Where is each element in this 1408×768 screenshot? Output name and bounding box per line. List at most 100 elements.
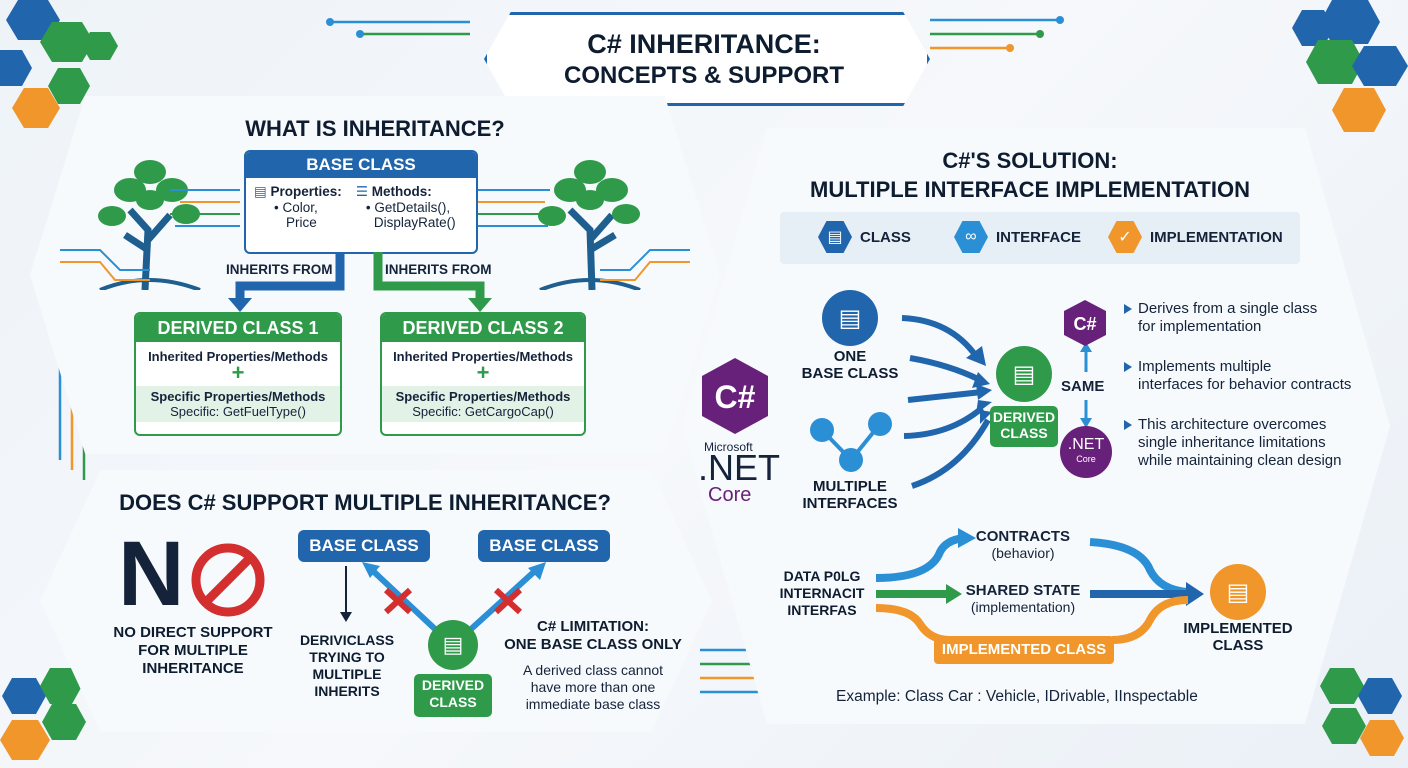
derived-class-1-box: DERIVED CLASS 1 Inherited Properties/Met… <box>134 312 342 436</box>
bullet-line: Derives from a single class <box>1138 300 1318 317</box>
bullet-arrow-icon <box>1124 362 1132 372</box>
derived-label-line: CLASS <box>429 694 477 710</box>
limitation-line: immediate base class <box>525 696 661 712</box>
specific-methods-text: Specific Properties/Methods <box>150 389 326 404</box>
link-icon: ∞ <box>954 221 988 253</box>
plus-sign: + <box>476 360 490 385</box>
limitation-line: A derived class cannot <box>522 662 664 678</box>
implemented-class-label: IMPLEMENTED CLASS <box>1178 620 1298 654</box>
derived-class-badge: DERIVED CLASS <box>414 674 492 717</box>
trying-line: MULTIPLE <box>312 666 382 682</box>
methods-label: Methods: <box>371 184 432 199</box>
property-value: Price <box>286 215 317 230</box>
trying-line: INHERITS <box>314 683 380 699</box>
legend-item-class: ▤ CLASS <box>818 220 911 254</box>
limitation-title-line: C# LIMITATION: <box>537 618 649 635</box>
one-base-line: BASE CLASS <box>801 365 899 382</box>
no-support-line: NO DIRECT SUPPORT <box>113 624 273 641</box>
derived-class-badge: DERIVED CLASS <box>990 406 1058 447</box>
title-banner <box>484 12 930 106</box>
bullet-line: This architecture overcomes <box>1138 416 1327 433</box>
microsoft-text: Microsoft <box>704 440 753 454</box>
solution-heading: C#'S SOLUTION: MULTIPLE INTERFACE IMPLEM… <box>740 146 1320 204</box>
bullet-line: interfaces for behavior contracts <box>1138 376 1352 393</box>
bullet-line: Implements multiple <box>1138 358 1272 375</box>
multiple-inheritance-heading: DOES C# SUPPORT MULTIPLE INHERITANCE? <box>119 490 611 515</box>
bullet-line: while maintaining clean design <box>1138 452 1342 469</box>
csharp-logo-text: C# <box>715 379 756 415</box>
legend-item-interface: ∞ INTERFACE <box>954 220 1081 254</box>
implemented-class-bar: IMPLEMENTED CLASS <box>934 636 1114 664</box>
data-left-line: DATA P0LG <box>783 568 861 584</box>
document-icon: ▤ <box>818 221 852 253</box>
inherits-from-label-right: INHERITS FROM <box>385 262 492 277</box>
data-left-line: INTERFAS <box>787 602 857 618</box>
csharp-badge-text: C# <box>1073 314 1096 334</box>
bullet-arrow-icon <box>1124 304 1132 314</box>
example-text: Example: Class Car : Vehicle, IDrivable,… <box>836 688 1198 705</box>
limitation-title-line: ONE BASE CLASS ONLY <box>504 636 682 653</box>
derived-class-line: CLASS <box>1000 425 1048 441</box>
method-value: GetDetails(), <box>374 200 451 215</box>
trying-text: DERIVICLASS TRYING TO MULTIPLE INHERITS <box>292 632 402 700</box>
specific-method-value: Specific: GetCargoCap() <box>412 404 554 419</box>
base-class-label: BASE CLASS <box>246 152 476 178</box>
base-class-box: BASE CLASS ▤ Properties: • Color, Price … <box>244 150 478 254</box>
document-icon: ▤ <box>822 290 878 346</box>
interfaces-network-icon <box>810 412 892 472</box>
corner-hexagons-top-right <box>1292 0 1408 132</box>
data-left-label: DATA P0LG INTERNACIT INTERFAS <box>770 568 874 619</box>
legend-item-implementation: ✓ IMPLEMENTATION <box>1108 220 1283 254</box>
properties-label: Properties: <box>270 184 342 199</box>
one-base-line: ONE <box>833 348 867 365</box>
tree-icon-left <box>98 160 201 290</box>
limitation-line: have more than one <box>530 679 656 695</box>
inherits-from-label-left: INHERITS FROM <box>226 262 333 277</box>
legend-bar <box>780 212 1300 264</box>
corner-hexagons-bottom-right <box>1320 668 1404 756</box>
shared-title: SHARED STATE <box>965 582 1081 599</box>
no-support-text: NO DIRECT SUPPORT FOR MULTIPLE INHERITAN… <box>98 624 288 678</box>
title-line1: C# INHERITANCE: <box>587 29 821 59</box>
trying-line: TRYING TO <box>309 649 385 665</box>
shared-state-label: SHARED STATE (implementation) <box>958 582 1088 615</box>
document-icon: ▤ <box>996 346 1052 402</box>
derived-label-line: DERIVED <box>421 677 485 693</box>
panel-multiple-inheritance <box>40 470 712 732</box>
corner-hexagons-bottom-left <box>0 668 86 760</box>
derived-class-2-box: DERIVED CLASS 2 Inherited Properties/Met… <box>380 312 586 436</box>
solution-heading-line: MULTIPLE INTERFACE IMPLEMENTATION <box>810 177 1250 202</box>
what-is-heading: WHAT IS INHERITANCE? <box>245 116 505 141</box>
core-badge-text: Core <box>1076 454 1096 464</box>
specific-method-value: Specific: GetFuelType() <box>170 404 306 419</box>
csharp-badge-icon: C# <box>1064 300 1106 346</box>
contracts-title: CONTRACTS <box>975 528 1071 545</box>
legend-label: IMPLEMENTATION <box>1150 228 1283 246</box>
derived-class-2-label: DERIVED CLASS 2 <box>382 314 584 342</box>
multiple-interfaces-line: INTERFACES <box>802 495 898 512</box>
contracts-label: CONTRACTS (behavior) <box>962 528 1084 561</box>
list-icon: ☰ <box>355 184 369 199</box>
net-core-badge: .NET Core <box>1060 426 1112 478</box>
multiple-interfaces-label: MULTIPLE INTERFACES <box>798 478 902 512</box>
solution-heading-line: C#'S SOLUTION: <box>942 148 1118 173</box>
prohibited-icon <box>191 543 265 617</box>
tree-icon-right <box>538 160 641 290</box>
no-support-line: FOR MULTIPLE <box>138 642 248 659</box>
no-big-letter: N <box>118 523 184 625</box>
data-left-line: INTERNACIT <box>779 585 865 601</box>
method-value: DisplayRate() <box>373 215 456 230</box>
inherited-methods-text: Inherited Properties/Methods <box>393 349 573 364</box>
corner-hexagons-top-left <box>0 0 118 128</box>
page-title: C# INHERITANCE: CONCEPTS & SUPPORT <box>484 28 924 92</box>
shared-sub: (implementation) <box>970 599 1076 615</box>
plus-sign: + <box>231 360 245 385</box>
property-value: Color, <box>282 200 318 215</box>
base-class-box-right: BASE CLASS <box>478 530 610 562</box>
core-text: Core <box>708 484 752 506</box>
document-icon: ▤ <box>428 620 478 670</box>
